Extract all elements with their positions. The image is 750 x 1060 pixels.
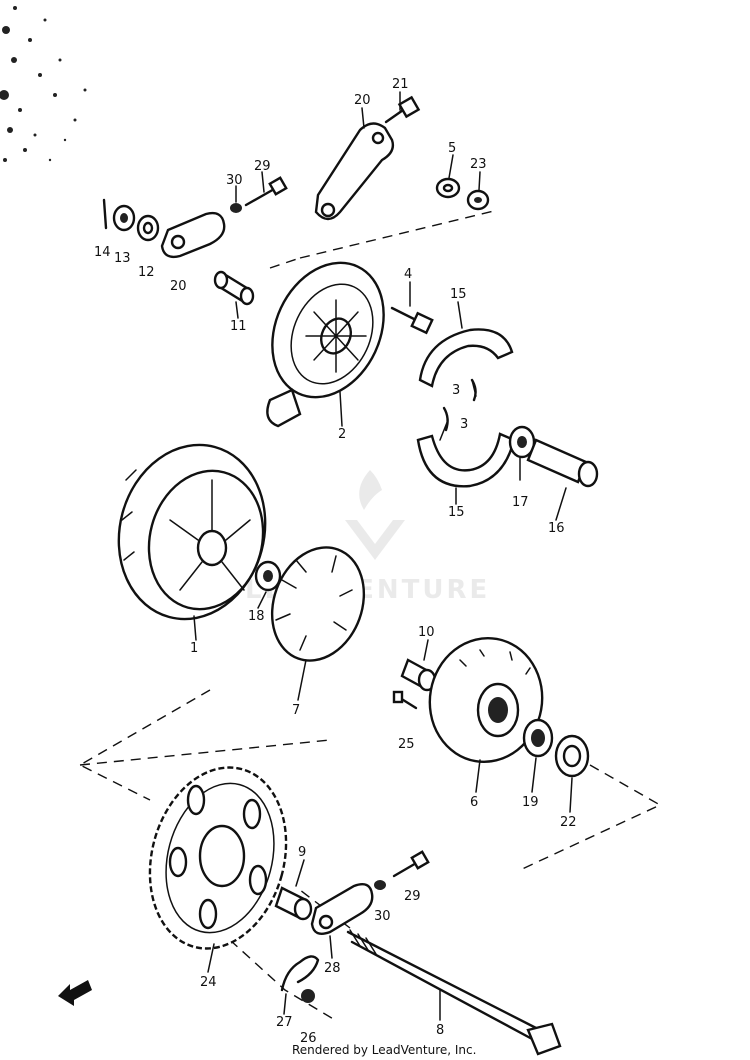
part-3-springs (442, 378, 477, 432)
callout-20-torque-arm: 20 (354, 93, 371, 108)
part-30-washer-lower (374, 880, 386, 890)
callout-3-upper: 3 (452, 383, 460, 398)
callout-10: 10 (418, 625, 435, 640)
render-credit: Rendered by LeadVenture, Inc. (292, 1043, 477, 1057)
part-8-axle (346, 929, 562, 1056)
part-4-brake-cam (390, 306, 434, 335)
callout-3-lower: 3 (460, 417, 468, 432)
callout-2: 2 (338, 427, 346, 442)
part-22-oil-seal (554, 734, 590, 778)
callout-leader-lines (193, 91, 573, 1021)
callout-12: 12 (138, 265, 155, 280)
callout-20-lower: 20 (170, 279, 187, 294)
callout-8: 8 (436, 1023, 444, 1038)
part-13-nut (112, 204, 136, 232)
callout-29-lower: 29 (404, 889, 421, 904)
callout-4: 4 (404, 267, 412, 282)
scan-speckle (0, 6, 87, 162)
callout-5: 5 (448, 141, 456, 156)
part-30-washer (230, 203, 242, 213)
part-14-cotter-pin (102, 198, 108, 230)
assembly-guide-lines (78, 209, 662, 1021)
part-26-nut (301, 989, 315, 1003)
callout-1: 1 (190, 641, 198, 656)
callout-15-lower: 15 (448, 505, 465, 520)
callout-23: 23 (470, 157, 487, 172)
part-24-rear-sprocket (148, 766, 288, 950)
callout-17: 17 (512, 495, 529, 510)
callout-22: 22 (560, 815, 577, 830)
part-15-brake-shoes (416, 328, 516, 488)
callout-14: 14 (94, 245, 111, 260)
callout-18: 18 (248, 609, 265, 624)
callout-30-upper: 30 (226, 173, 243, 188)
part-28-chain-adjuster (310, 883, 374, 935)
part-7-cush-damper (270, 546, 366, 662)
callout-19: 19 (522, 795, 539, 810)
callout-30-lower: 30 (374, 909, 391, 924)
callout-15-upper: 15 (450, 287, 467, 302)
callout-6: 6 (470, 795, 478, 810)
callout-25: 25 (398, 737, 415, 752)
part-16-shaft (526, 438, 599, 488)
callout-27: 27 (276, 1015, 293, 1030)
part-11-collar (213, 270, 255, 306)
part-29-bolt (244, 176, 288, 207)
part-19-bearing (522, 718, 554, 758)
part-20-lower-arm (160, 211, 226, 259)
part-9-collar (274, 886, 313, 921)
part-5-washer (435, 177, 461, 199)
part-6-sprocket-carrier (428, 636, 544, 764)
callout-26: 26 (300, 1031, 317, 1046)
part-10-collar (400, 658, 437, 692)
part-17-bearing (508, 425, 536, 459)
part-12-washer (136, 214, 160, 242)
callout-28: 28 (324, 961, 341, 976)
callout-13: 13 (114, 251, 131, 266)
callout-11: 11 (230, 319, 247, 334)
callout-24: 24 (200, 975, 217, 990)
callout-16: 16 (548, 521, 565, 536)
callout-29-upper: 29 (254, 159, 271, 174)
part-18-bearing (254, 560, 282, 592)
part-20-torque-arm (314, 122, 395, 221)
front-direction-arrow-icon (58, 980, 92, 1006)
callout-9: 9 (298, 845, 306, 860)
part-21-bolt (384, 95, 421, 124)
part-25-bolt (392, 690, 418, 710)
part-23-nut (466, 189, 490, 211)
callout-7: 7 (292, 703, 300, 718)
part-2-brake-panel (266, 261, 385, 428)
callout-21: 21 (392, 77, 409, 92)
part-27-clip (280, 955, 320, 992)
part-29-bolt-lower (392, 850, 430, 878)
part-1-wheel-hub (117, 443, 267, 621)
callout-labels: 21 20 5 23 30 29 14 13 12 20 11 4 15 3 3… (94, 77, 577, 1046)
